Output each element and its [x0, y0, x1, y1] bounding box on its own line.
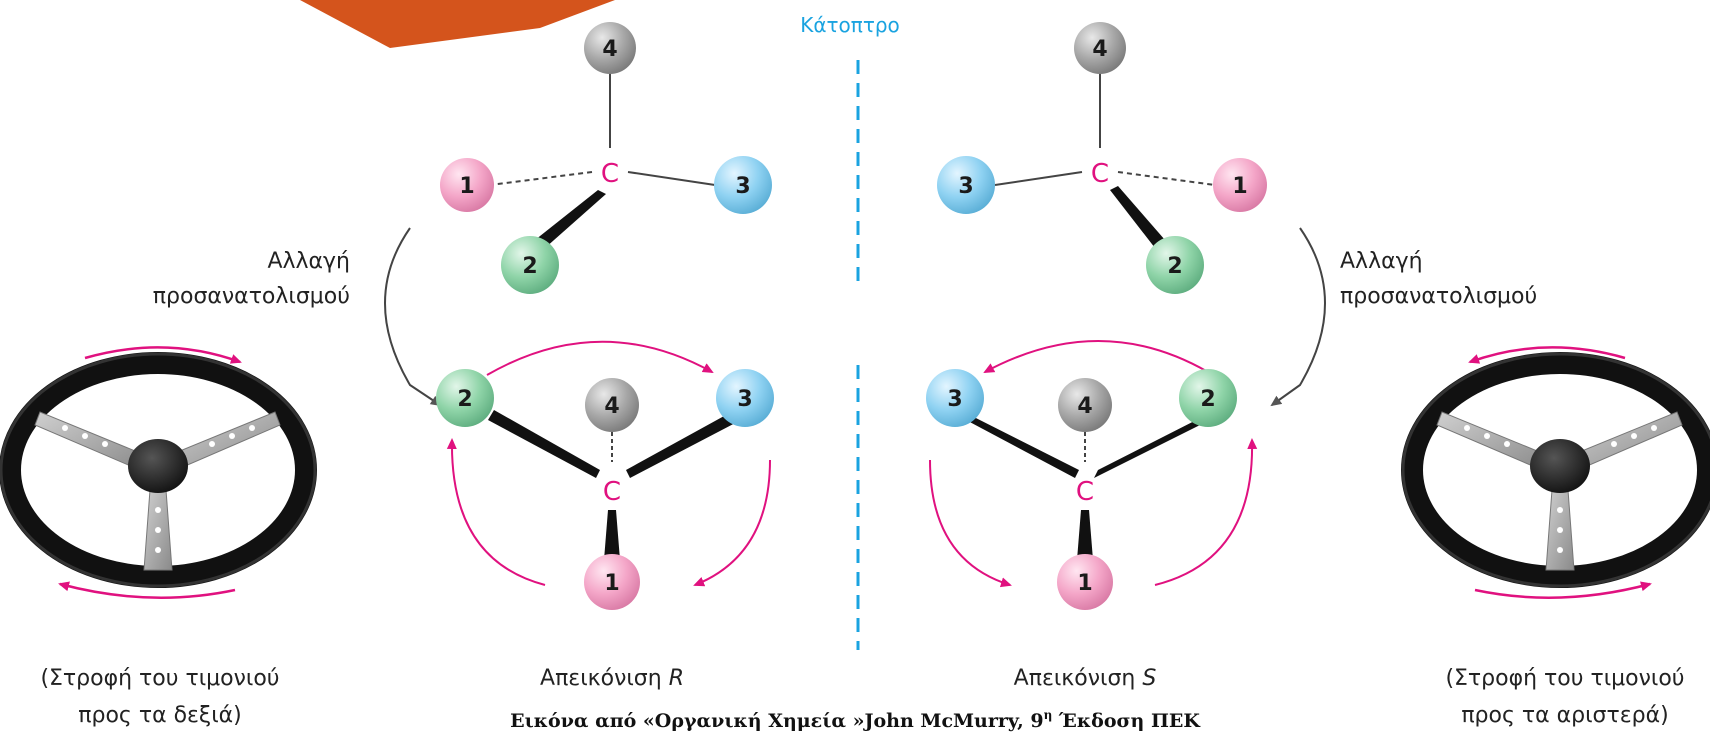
- left-reorient-line1: Αλλαγή: [267, 249, 350, 274]
- left-r-molecule: 4 2 3 1 C: [436, 340, 774, 610]
- reorient-arrow-right: [1270, 227, 1326, 407]
- atom-1-label: 1: [604, 571, 619, 596]
- right-reorient-line1: Αλλαγή: [1340, 249, 1423, 274]
- right-s-molecule: 4 3 2 1 C: [926, 340, 1258, 610]
- left-wheel-caption-line1: (Στροφή του τιμονιού: [40, 666, 279, 691]
- atom-1: [440, 158, 494, 212]
- atom-3: [714, 156, 772, 214]
- left-wheel-caption-line2: προς τα δεξιά): [78, 703, 241, 728]
- carbon-label: C: [1076, 477, 1094, 507]
- atom-4-label: 4: [602, 37, 617, 62]
- right-reorient-line2: προσανατολισμού: [1340, 284, 1537, 309]
- atom-3-label: 3: [947, 387, 962, 412]
- atom-4-label: 4: [1092, 37, 1107, 62]
- banner-shape: [300, 0, 615, 48]
- carbon-label: C: [603, 477, 621, 507]
- atom-3: [937, 156, 995, 214]
- atom-4: [584, 22, 636, 74]
- atom-1-label: 1: [459, 174, 474, 199]
- carbon-label: C: [601, 159, 619, 189]
- mirror-label: Κάτοπτρο: [800, 13, 900, 37]
- atom-1-label: 1: [1077, 571, 1092, 596]
- atom-1: [1213, 158, 1267, 212]
- config-s-label: Απεικόνιση S: [1014, 666, 1157, 691]
- right-wheel-caption-line2: προς τα αριστερά): [1461, 703, 1668, 728]
- steering-wheel-icon: [0, 346, 317, 599]
- atom-2-label: 2: [1200, 387, 1215, 412]
- atom-1-label: 1: [1232, 174, 1247, 199]
- reorient-arrow-left: [384, 227, 442, 407]
- atom-2: [1146, 236, 1204, 294]
- left-top-molecule: 4 1 3 2 C: [440, 22, 772, 294]
- atom-2-label: 2: [457, 387, 472, 412]
- atom-2: [501, 236, 559, 294]
- atom-2-label: 2: [1167, 254, 1182, 279]
- atom-4-label: 4: [604, 394, 619, 419]
- right-top-molecule: 4 3 1 2 C: [937, 22, 1267, 294]
- config-r-label: Απεικόνιση R: [540, 666, 684, 691]
- right-wheel-caption-line1: (Στροφή του τιμονιού: [1445, 666, 1684, 691]
- atom-4: [1074, 22, 1126, 74]
- steering-wheel-icon: [1401, 346, 1710, 599]
- atom-2-label: 2: [522, 254, 537, 279]
- atom-4-label: 4: [1077, 394, 1092, 419]
- left-reorient-line2: προσανατολισμού: [153, 284, 350, 309]
- atom-3-label: 3: [958, 174, 973, 199]
- carbon-label: C: [1091, 159, 1109, 189]
- atom-3-label: 3: [737, 387, 752, 412]
- atom-3-label: 3: [735, 174, 750, 199]
- source-caption: Εικόνα από «Οργανική Χημεία »John McMurr…: [510, 708, 1201, 732]
